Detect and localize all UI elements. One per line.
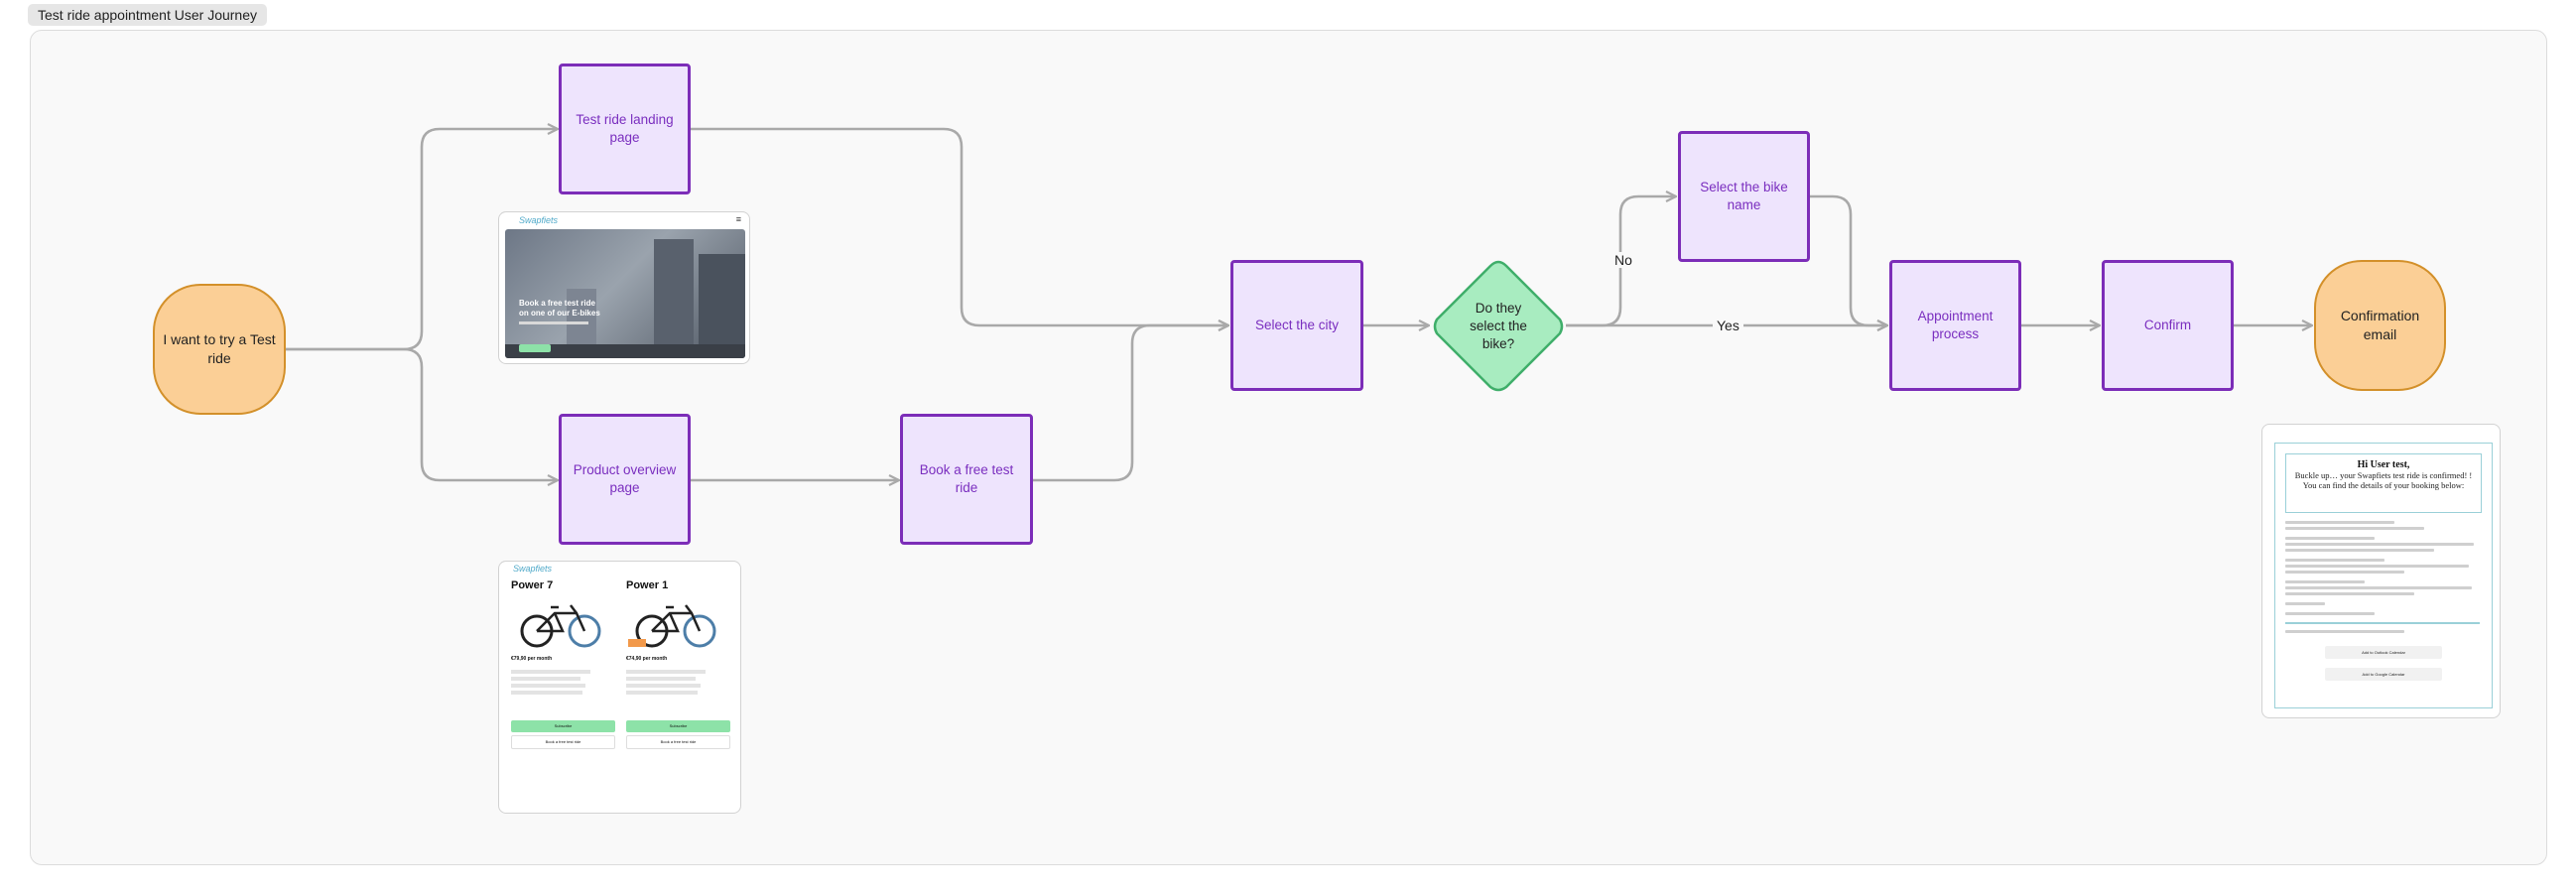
hero-headline: Book a free test ride on one of our E-bi… xyxy=(519,299,600,318)
add-to-google-button: Add to Google Calendar xyxy=(2325,668,2442,681)
product-overview-node[interactable]: Product overview page xyxy=(559,414,691,545)
edge-label-no: No xyxy=(1610,252,1636,268)
hero-image: Book a free test ride on one of our E-bi… xyxy=(505,229,745,358)
edge-book-city xyxy=(1033,325,1228,482)
product-name: Power 7 xyxy=(511,579,554,591)
select-bike-name-label: Select the bike name xyxy=(1700,179,1788,212)
brand-logo: Swapfiets xyxy=(519,215,559,225)
product-price: €79,90 per month xyxy=(511,656,553,662)
email-body: Hi User test, Buckle up… your Swapfiets … xyxy=(2274,443,2493,708)
bike-image xyxy=(628,604,716,648)
brand-logo: Swapfiets xyxy=(513,564,553,574)
subscribe-button: Subscribe xyxy=(511,719,615,732)
confirmation-email-label: Confirmation email xyxy=(2340,308,2420,342)
product-price: €74,90 per month xyxy=(626,656,668,662)
product-page-thumbnail[interactable]: Swapfiets Power 7 €79,90 per month Subsc… xyxy=(498,561,741,814)
section-frame[interactable] xyxy=(30,30,2547,865)
edge-landing-city xyxy=(691,127,1228,325)
landing-page-label: Test ride landing page xyxy=(576,111,674,145)
decision-label: Do they select the bike? xyxy=(1470,300,1527,352)
edge-start-landing xyxy=(286,129,558,351)
email-header: Hi User test, Buckle up… your Swapfiets … xyxy=(2285,453,2482,513)
section-title[interactable]: Test ride appointment User Journey xyxy=(28,4,267,26)
subscribe-button: Subscribe xyxy=(626,719,730,732)
product-name: Power 1 xyxy=(626,579,669,591)
select-city-node[interactable]: Select the city xyxy=(1230,260,1363,391)
edge-bike-appointment xyxy=(1810,194,1887,325)
book-test-ride-label: Book a free test ride xyxy=(919,461,1014,495)
edge-start-product xyxy=(286,347,558,480)
edge-label-yes: Yes xyxy=(1713,318,1743,333)
confirm-node[interactable]: Confirm xyxy=(2102,260,2234,391)
menu-icon: ≡ xyxy=(735,214,741,224)
product-overview-label: Product overview page xyxy=(573,461,677,495)
confirm-label: Confirm xyxy=(2143,317,2192,332)
product-card-power7: Power 7 €79,90 per month Subscribe Book … xyxy=(511,579,615,749)
bike-image xyxy=(520,604,601,648)
hero-cta-button xyxy=(519,344,551,352)
confirmation-email-thumbnail[interactable]: Hi User test, Buckle up… your Swapfiets … xyxy=(2261,424,2501,718)
product-card-power1: Power 1 €74,90 per month Subscribe Book … xyxy=(626,579,730,749)
start-node-label: I want to try a Test ride xyxy=(163,331,276,366)
appointment-process-node[interactable]: Appointment process xyxy=(1889,260,2021,391)
landing-page-node[interactable]: Test ride landing page xyxy=(559,64,691,194)
select-bike-name-node[interactable]: Select the bike name xyxy=(1678,131,1810,262)
landing-page-thumbnail[interactable]: Swapfiets ≡ Book a free test ride on one… xyxy=(498,211,750,364)
book-test-ride-node[interactable]: Book a free test ride xyxy=(900,414,1033,545)
hero-subtext xyxy=(519,321,588,324)
appointment-process-label: Appointment process xyxy=(1917,308,1994,341)
select-city-label: Select the city xyxy=(1254,317,1340,332)
add-to-outlook-button: Add to Outlook Calendar xyxy=(2325,646,2442,659)
book-test-ride-button: Book a free test ride xyxy=(626,734,730,749)
start-node[interactable]: I want to try a Test ride xyxy=(153,284,286,415)
decision-node[interactable] xyxy=(1431,260,1566,393)
email-greeting: Hi User test, xyxy=(2357,459,2410,470)
book-test-ride-button: Book a free test ride xyxy=(511,734,615,749)
email-intro: Buckle up… your Swapfiets test ride is c… xyxy=(2294,470,2473,491)
confirmation-email-node[interactable]: Confirmation email xyxy=(2314,260,2446,391)
